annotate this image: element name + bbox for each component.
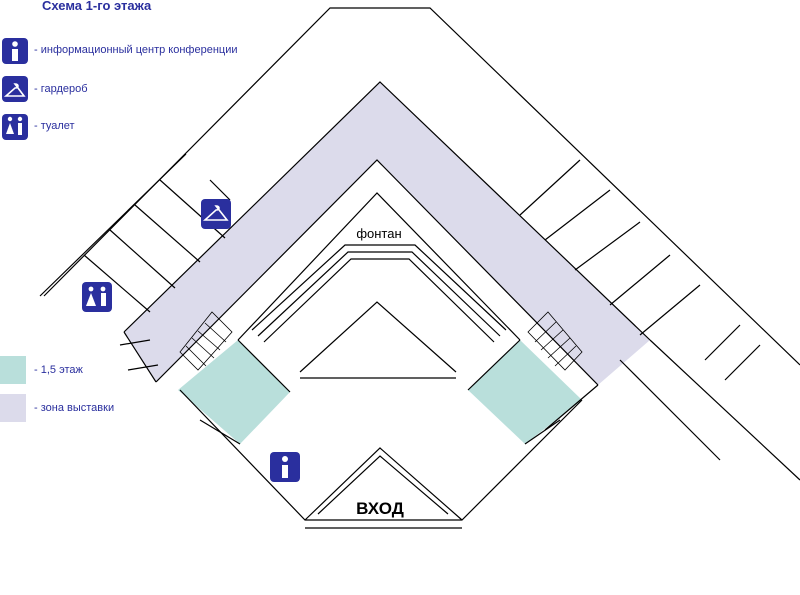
legend-exhibition-label: - зона выставки (34, 402, 115, 414)
staircase-left (179, 311, 233, 371)
legend-wardrobe-label: - гардероб (34, 83, 88, 95)
exhibition-zone (124, 82, 650, 385)
legend-toilet-label: - туалет (34, 120, 75, 132)
floor-15-area-left (178, 340, 290, 444)
legend-exhibition-swatch (0, 394, 26, 422)
entrance-label: ВХОД (356, 499, 404, 518)
building-walls (39, 7, 800, 529)
legend-info-label: - информационный центр конференции (34, 44, 238, 56)
floor-15-area-right (468, 340, 582, 444)
fountain-label: фонтан (356, 226, 401, 241)
legend-wardrobe-icon (2, 76, 28, 102)
legend-info-icon (2, 38, 28, 64)
legend-floor15-label: - 1,5 этаж (34, 364, 83, 376)
legend-toilet-icon (2, 114, 28, 140)
legend-floor15-swatch (0, 356, 26, 384)
page-title: Схема 1-го этажа (42, 0, 152, 13)
staircase-right (527, 311, 583, 371)
toilet-icon (82, 282, 112, 312)
info-icon (270, 452, 300, 482)
wardrobe-icon (201, 199, 231, 229)
